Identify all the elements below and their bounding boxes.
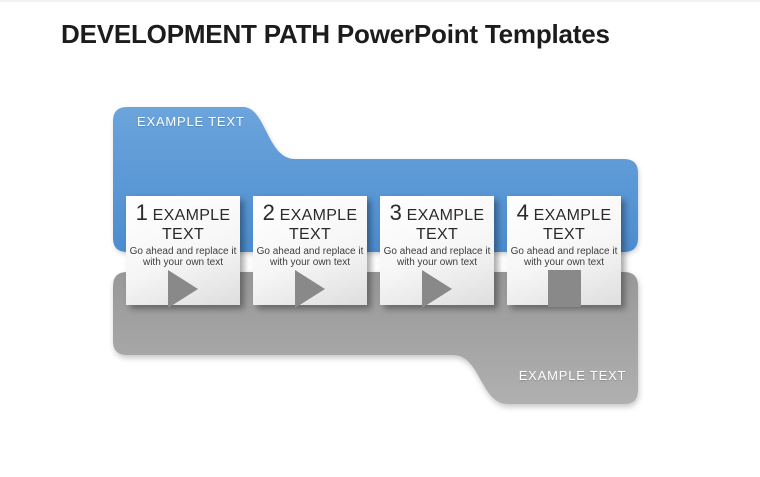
step-heading: 2 EXAMPLE TEXT [258,200,362,244]
blue-banner-label: EXAMPLE TEXT [137,114,245,129]
step-number: 1 [135,200,148,225]
stop-icon [547,270,581,307]
gray-banner-label: EXAMPLE TEXT [518,368,627,383]
step-number: 4 [516,200,529,225]
step-body-text: Go ahead and replace it with your own te… [383,246,491,268]
step-icon-area [168,270,198,308]
step-number: 2 [262,200,275,225]
blue-folder-shape [113,107,638,252]
step-heading-text: EXAMPLE TEXT [152,207,231,243]
play-icon [295,270,325,308]
step-body-text: Go ahead and replace it with your own te… [510,246,618,268]
step-heading-text: EXAMPLE TEXT [533,207,612,243]
step-heading: 1 EXAMPLE TEXT [131,200,235,244]
play-icon [422,270,452,308]
step-icon-area [547,270,581,307]
step-heading-text: EXAMPLE TEXT [406,207,485,243]
gray-folder-shape [113,272,638,404]
step-body-text: Go ahead and replace it with your own te… [256,246,364,268]
step-icon-area [422,270,452,308]
step-icon-area [295,270,325,308]
step-card-4: 4 EXAMPLE TEXT Go ahead and replace it w… [507,196,621,307]
step-heading-text: EXAMPLE TEXT [279,207,358,243]
step-card-1: 1 EXAMPLE TEXT Go ahead and replace it w… [126,196,240,308]
step-number: 3 [389,200,402,225]
page-title: DEVELOPMENT PATH PowerPoint Templates [61,19,610,49]
step-heading: 3 EXAMPLE TEXT [385,200,489,244]
step-card-2: 2 EXAMPLE TEXT Go ahead and replace it w… [253,196,367,308]
step-card-3: 3 EXAMPLE TEXT Go ahead and replace it w… [380,196,494,308]
play-icon [168,270,198,308]
step-body-text: Go ahead and replace it with your own te… [129,246,237,268]
step-heading: 4 EXAMPLE TEXT [512,200,616,244]
